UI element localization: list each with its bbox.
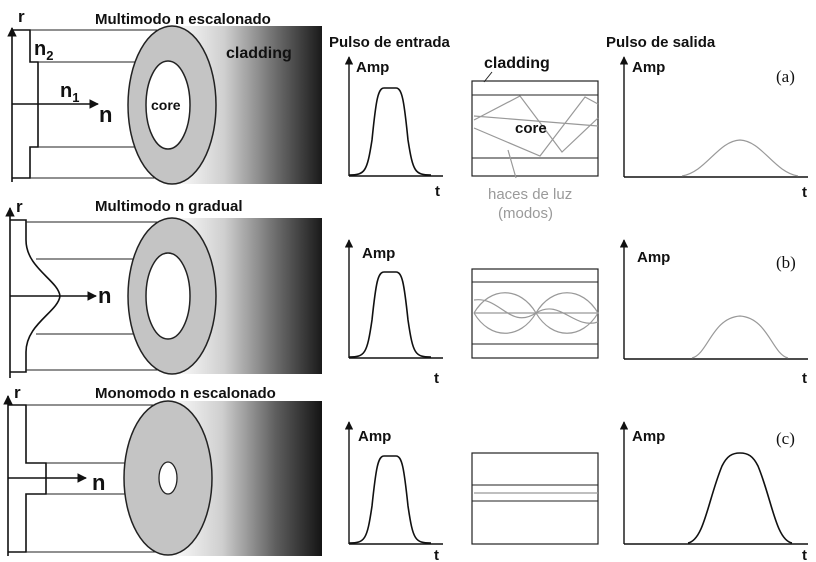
rays-label-2: (modos): [498, 205, 553, 222]
t-label-in-b: t: [434, 370, 439, 387]
amp-label-out-c: Amp: [632, 428, 665, 445]
output-pulse-c: Amp t (c): [619, 421, 808, 562]
t-label-in-a: t: [435, 183, 440, 200]
output-pulse-curve-a: [681, 139, 799, 177]
core-face-a: [145, 60, 191, 150]
input-pulse-curve-c: [348, 455, 432, 544]
row-title-b: Multimodo n gradual: [95, 198, 243, 215]
n-axis-label-a: n: [99, 102, 112, 127]
index-profile-a: r n2 n1 n: [7, 7, 168, 182]
t-label-in-c: t: [434, 547, 439, 562]
amp-label-in-a: Amp: [356, 59, 389, 76]
waveguide-a: cladding core haces de luz (modos): [471, 55, 599, 222]
index-profile-c: r n: [3, 383, 168, 556]
output-pulse-a: Pulso de salida Amp t (a): [606, 34, 808, 201]
row-b: r n Multimodo n gradual Amp t: [5, 197, 808, 387]
n1-label: n1: [60, 80, 79, 105]
amp-label-out-a: Amp: [632, 59, 665, 76]
ray-a3: [473, 115, 599, 127]
n-axis-label-c: n: [92, 470, 105, 495]
input-pulse-b: Amp t: [344, 239, 443, 387]
pulse-in-title: Pulso de entrada: [329, 34, 451, 51]
ray-a2: [473, 96, 599, 157]
row-a: r n2 n1 n Multimodo n escalonado core cl…: [7, 7, 808, 222]
t-label-out-b: t: [802, 370, 807, 387]
r-axis-label-a: r: [18, 7, 25, 26]
waveguide-c: [471, 452, 599, 545]
guide-cladding-label: cladding: [484, 55, 550, 72]
fiber-cylinder-b: [127, 217, 322, 375]
r-axis-label-b: r: [16, 197, 23, 216]
guide-core-label: core: [515, 120, 547, 137]
input-pulse-c: Amp t: [344, 421, 443, 562]
input-pulse-curve-a: [348, 87, 432, 176]
t-label-out-a: t: [802, 184, 807, 201]
guide-box-c: [471, 452, 599, 545]
cladding-label-a: cladding: [226, 45, 292, 62]
input-pulse-a: Pulso de entrada Amp t: [329, 34, 451, 200]
case-label-c: (c): [776, 429, 795, 448]
rays-pointer: [507, 149, 517, 179]
amp-label-in-b: Amp: [362, 245, 395, 262]
output-pulse-curve-b: [691, 315, 789, 359]
t-label-out-c: t: [802, 547, 807, 562]
pulse-out-title: Pulso de salida: [606, 34, 716, 51]
amp-label-out-b: Amp: [637, 249, 670, 266]
ray-b3: [473, 299, 599, 324]
core-face-c: [158, 461, 178, 495]
guide-cladding-pointer: [483, 71, 493, 83]
row-title-c: Monomodo n escalonado: [95, 385, 276, 402]
rays-label-1: haces de luz: [488, 186, 572, 203]
case-label-b: (b): [776, 253, 796, 272]
core-label-a: core: [151, 97, 181, 113]
output-pulse-curve-c: [687, 452, 793, 544]
fiber-cylinder-a: core cladding: [127, 25, 322, 185]
case-label-a: (a): [776, 67, 795, 86]
n-axis-label-b: n: [98, 283, 111, 308]
row-c: r n Monomodo n escalonado Amp t: [3, 383, 808, 562]
core-face-b: [145, 252, 191, 340]
fiber-cylinder-c: [123, 400, 322, 556]
r-axis-label-c: r: [14, 383, 21, 402]
guide-box-a: [471, 80, 599, 177]
n2-label: n2: [34, 38, 53, 63]
output-pulse-b: Amp t (b): [619, 239, 808, 387]
input-pulse-curve-b: [348, 271, 432, 358]
row-title-a: Multimodo n escalonado: [95, 11, 271, 28]
waveguide-b: [471, 268, 599, 359]
ray-a1: [473, 95, 599, 153]
amp-label-in-c: Amp: [358, 428, 391, 445]
